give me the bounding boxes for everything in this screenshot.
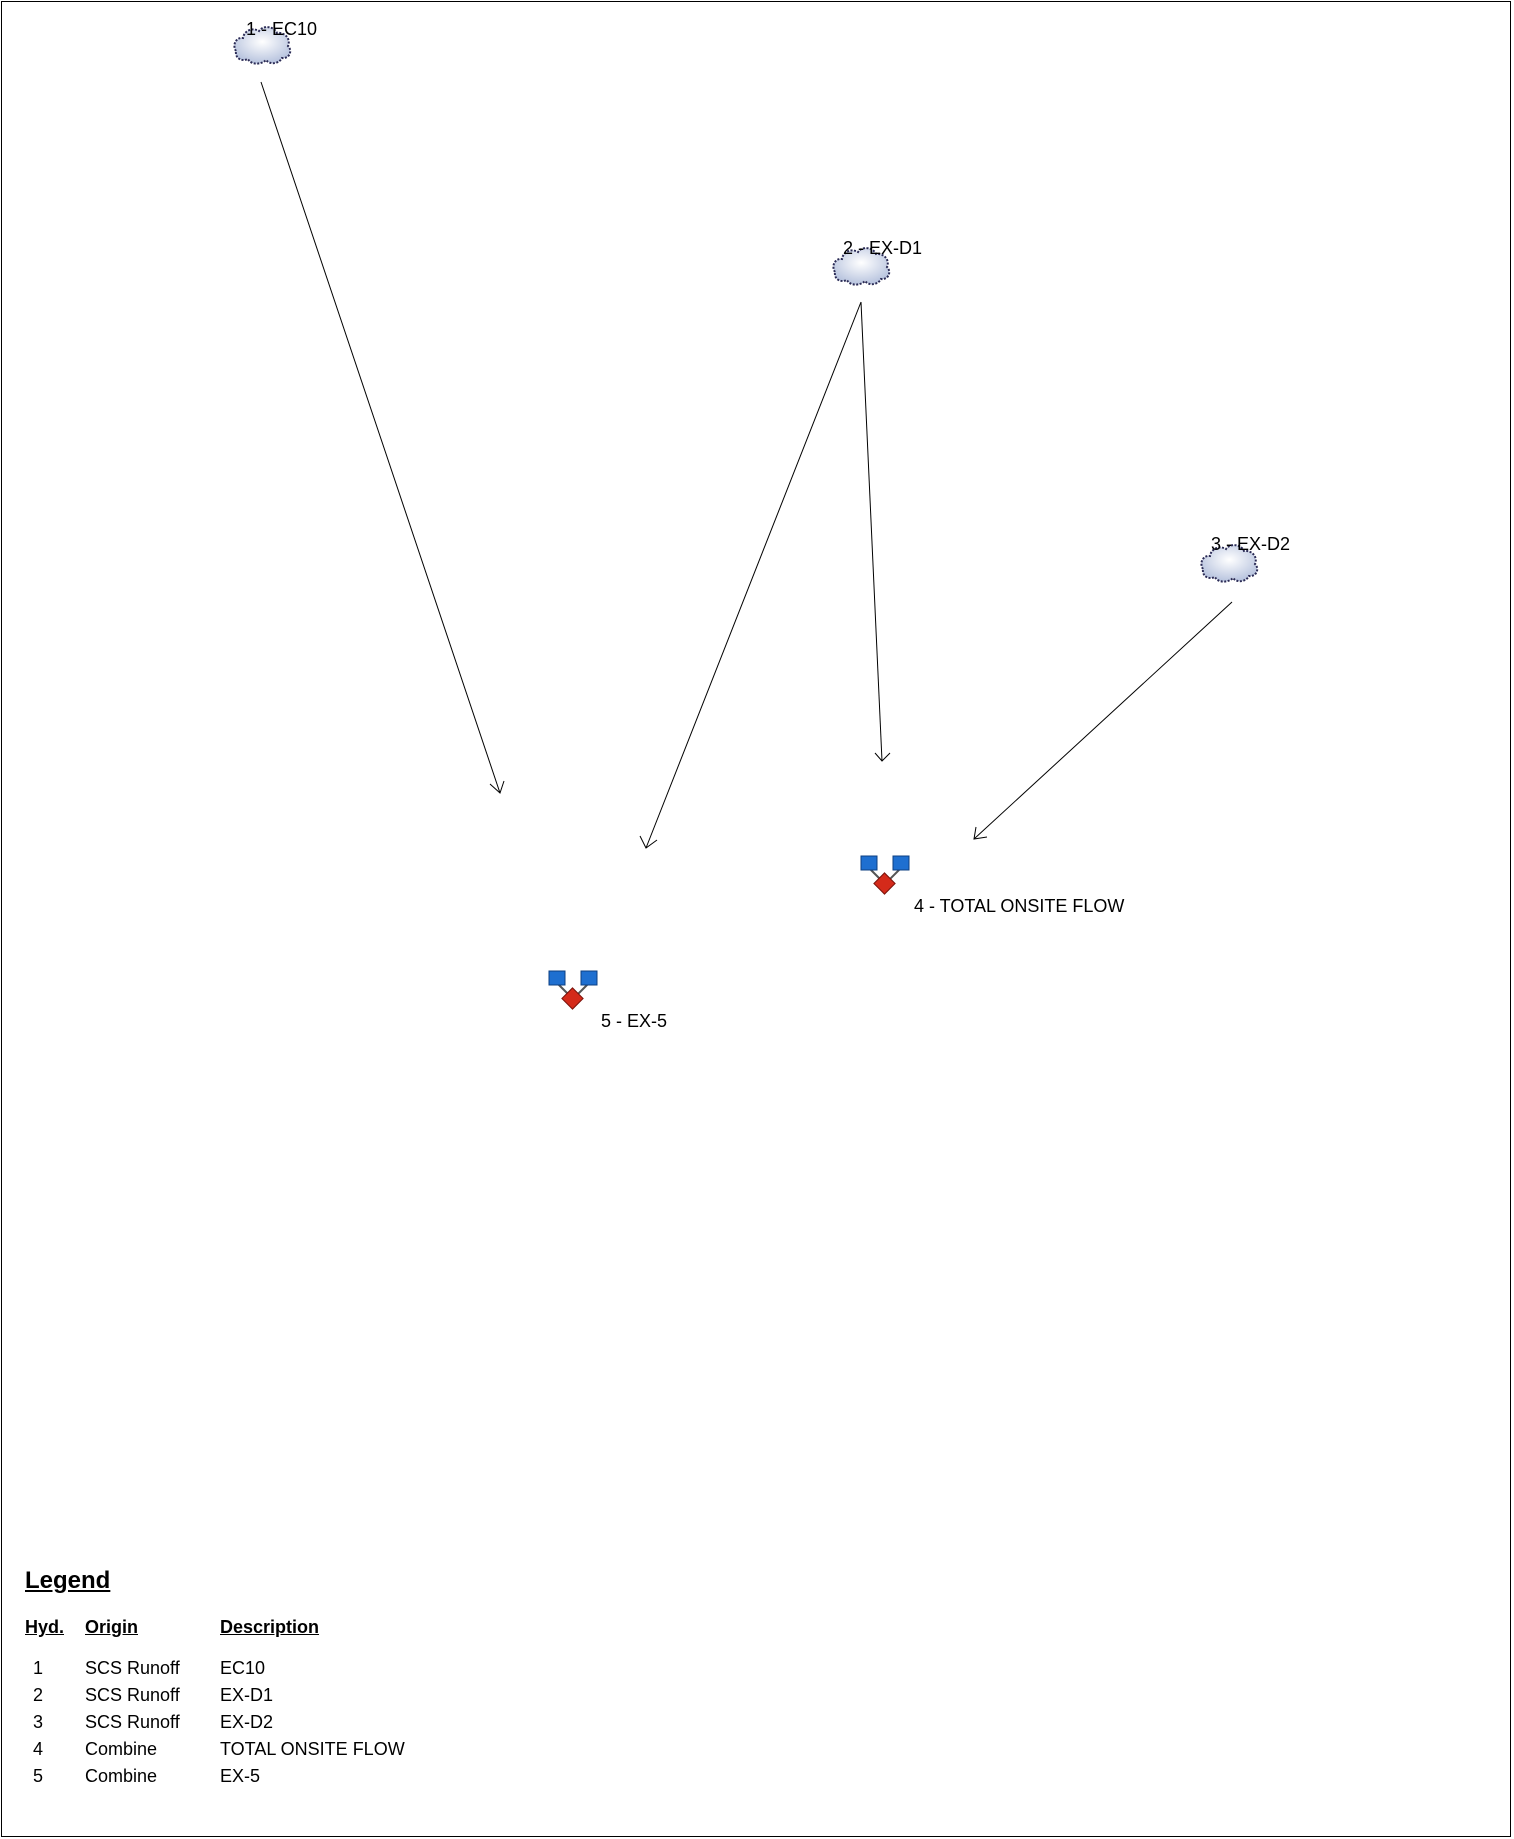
edge-3-to-4: [973, 601, 1233, 840]
legend-description: EX-D2: [220, 1712, 274, 1732]
node-5-icon[interactable]: [548, 970, 598, 1010]
node-2-icon[interactable]: [832, 247, 891, 286]
legend-description: EC10: [220, 1658, 266, 1678]
edges: [260, 81, 1233, 849]
legend-description: EX-D1: [220, 1685, 274, 1705]
legend-title: Legend: [25, 1567, 111, 1594]
node-5-label[interactable]: 5 - EX-5: [601, 1011, 668, 1031]
cloud-icon: [832, 247, 891, 286]
node-1-icon[interactable]: [233, 26, 292, 65]
legend-header-description: Description: [220, 1617, 320, 1637]
legend-origin: SCS Runoff: [85, 1712, 180, 1732]
legend-hyd: 3: [33, 1712, 44, 1732]
legend-description: EX-5: [220, 1766, 261, 1786]
legend-origin: Combine: [85, 1766, 158, 1786]
edge-2-to-5: [639, 301, 862, 849]
combine-icon: [860, 855, 910, 895]
legend-description: TOTAL ONSITE FLOW: [220, 1739, 405, 1759]
edge-1-to-5: [260, 81, 505, 794]
node-4-label[interactable]: 4 - TOTAL ONSITE FLOW: [914, 896, 1125, 916]
node-2-label[interactable]: 2 - EX-D1: [843, 238, 923, 258]
node-3-label[interactable]: 3 - EX-D2: [1211, 534, 1291, 554]
legend-hyd: 4: [33, 1739, 44, 1759]
legend-hyd: 1: [33, 1658, 44, 1678]
legend-origin: SCS Runoff: [85, 1658, 180, 1678]
cloud-icon: [1200, 544, 1259, 583]
legend-hyd: 2: [33, 1685, 44, 1705]
legend-header-origin: Origin: [85, 1617, 138, 1637]
cloud-icon: [233, 26, 292, 65]
edge-2-to-4: [860, 301, 891, 762]
combine-icon: [548, 970, 598, 1010]
legend-origin: Combine: [85, 1739, 158, 1759]
legend-header-hyd: Hyd.: [25, 1617, 65, 1637]
node-3-icon[interactable]: [1200, 544, 1259, 583]
legend-origin: SCS Runoff: [85, 1685, 180, 1705]
node-4-icon[interactable]: [860, 855, 910, 895]
node-1-label[interactable]: 1 - EC10: [246, 19, 318, 39]
legend-hyd: 5: [33, 1766, 44, 1786]
